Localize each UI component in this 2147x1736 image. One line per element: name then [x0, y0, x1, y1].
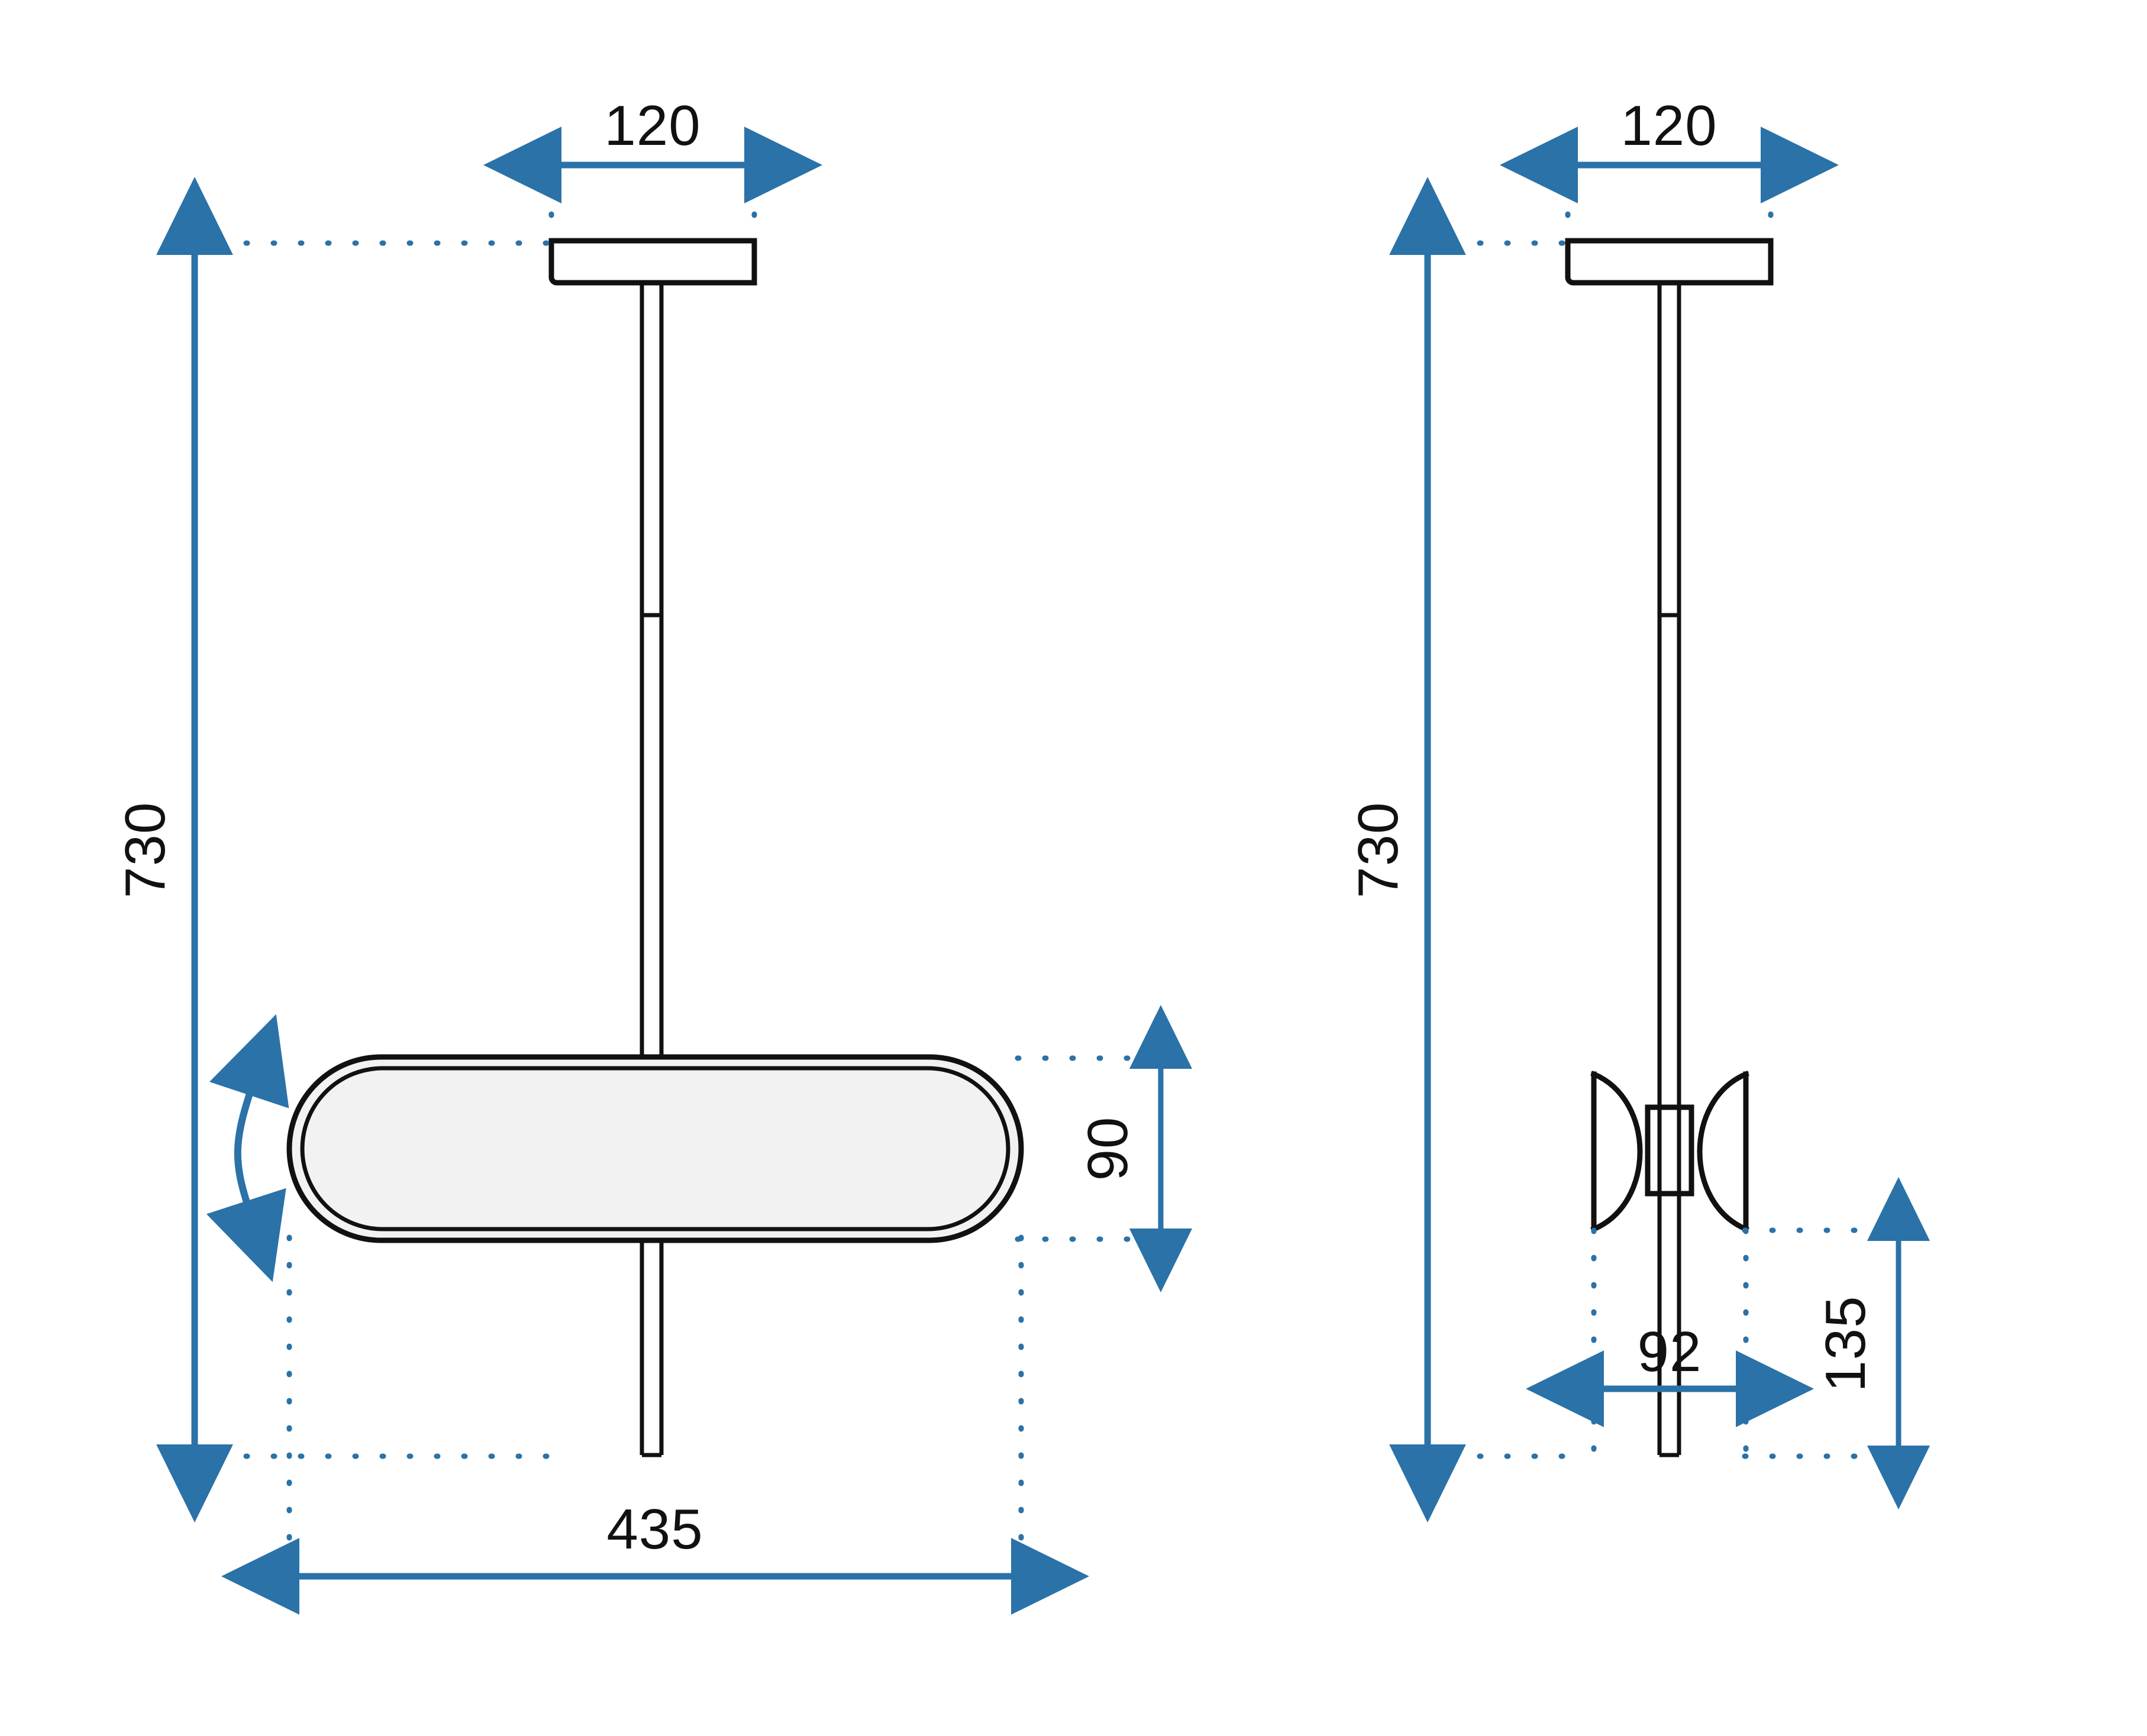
side-dim-92: 92	[1526, 1227, 1814, 1459]
side-dim-135: 135	[1742, 1177, 1930, 1509]
front-suspension-rod	[640, 283, 664, 1457]
front-dim-435: 435	[221, 1234, 1089, 1615]
side-dim-120: 120	[1500, 94, 1839, 240]
front-canopy-plate	[548, 238, 757, 286]
side-dim-135-label: 135	[1814, 1295, 1877, 1392]
side-view-group: 120 730 92 135	[1347, 94, 1930, 1522]
front-lamp-shade	[286, 1054, 1024, 1243]
side-dim-92-label: 92	[1638, 1320, 1702, 1383]
front-dim-90-label: 90	[1076, 1117, 1139, 1181]
shade-tilt-rotation-arrow	[206, 1014, 289, 1282]
front-dim-120-label: 120	[604, 94, 700, 157]
side-suspension-rod	[1657, 283, 1681, 1457]
front-view-group: 120 730 90 435	[114, 94, 1193, 1615]
front-dim-435-label: 435	[606, 1498, 703, 1561]
side-dim-730: 730	[1347, 177, 1570, 1522]
front-dim-730-label: 730	[114, 801, 177, 898]
side-dim-730-label: 730	[1347, 801, 1410, 898]
side-lamp-shade	[1590, 1071, 1749, 1233]
front-dim-730: 730	[114, 177, 553, 1522]
side-canopy-plate	[1565, 238, 1774, 286]
side-dim-120-label: 120	[1620, 94, 1717, 157]
front-dim-120: 120	[483, 94, 822, 240]
front-dim-90: 90	[1015, 1005, 1193, 1292]
